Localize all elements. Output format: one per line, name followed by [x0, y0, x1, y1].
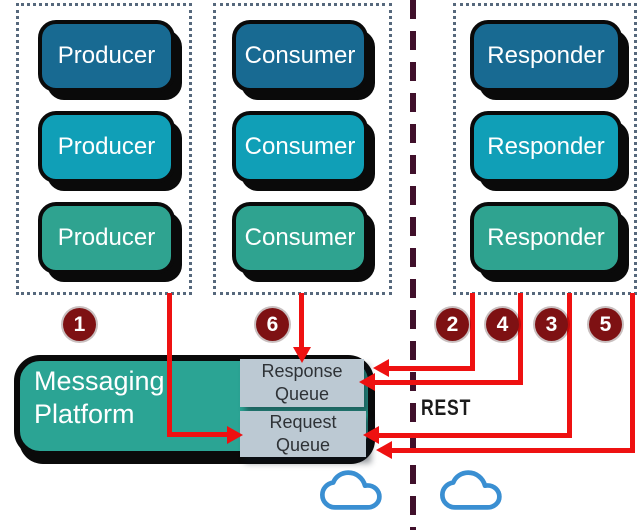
step-badge-2: 2: [436, 308, 469, 341]
step-badge-1: 1: [63, 308, 96, 341]
responder-box-2: Responder: [470, 111, 622, 183]
producer-box-2: Producer: [38, 111, 175, 183]
arrow-5-head-icon: [376, 441, 392, 459]
arrow-2-head-icon: [373, 359, 389, 377]
arrow-6-head-icon: [293, 347, 311, 363]
consumer-box-1: Consumer: [232, 20, 368, 92]
arrow-6-line-vertical: [299, 293, 304, 347]
request-queue: Request Queue: [240, 411, 366, 457]
step-badge-4: 4: [486, 308, 519, 341]
arrow-4-line-vertical: [518, 293, 523, 385]
arrow-2-line-horizontal: [389, 366, 475, 371]
responder-label: Responder: [487, 42, 605, 69]
consumer-label: Consumer: [244, 42, 356, 69]
consumer-box-2: Consumer: [232, 111, 368, 183]
producer-group: Producer Producer Producer: [16, 3, 192, 295]
rest-boundary-divider: [410, 0, 416, 530]
consumer-group: Consumer Consumer Consumer: [213, 3, 392, 295]
step-badge-3: 3: [535, 308, 568, 341]
cloud-icon: [320, 470, 382, 510]
responder-box-3: Responder: [470, 202, 622, 274]
rest-label: REST: [421, 395, 472, 420]
responder-group: Responder Responder Responder: [453, 3, 637, 295]
producer-label: Producer: [57, 42, 156, 69]
responder-label: Responder: [487, 133, 605, 160]
arrow-3-line-horizontal: [379, 433, 572, 438]
arrow-1-head-icon: [227, 426, 243, 444]
arrow-3-line-vertical: [567, 293, 572, 438]
step-badge-5: 5: [589, 308, 622, 341]
arrow-4-line-horizontal: [375, 380, 523, 385]
arrow-4-head-icon: [359, 373, 375, 391]
arrow-3-head-icon: [363, 426, 379, 444]
arrow-2-line-vertical: [470, 293, 475, 371]
arrow-1-line-vertical: [167, 293, 172, 437]
messaging-platform-label: Messaging Platform: [34, 366, 165, 429]
response-queue: Response Queue: [240, 359, 364, 407]
step-badge-6: 6: [256, 308, 289, 341]
consumer-label: Consumer: [244, 133, 356, 160]
consumer-box-3: Consumer: [232, 202, 368, 274]
cloud-icon: [440, 470, 502, 510]
producer-box-1: Producer: [38, 20, 175, 92]
arrow-5-line-vertical: [630, 293, 635, 453]
producer-label: Producer: [57, 224, 156, 251]
responder-label: Responder: [487, 224, 605, 251]
consumer-label: Consumer: [244, 224, 356, 251]
responder-box-1: Responder: [470, 20, 622, 92]
arrow-5-line-horizontal: [392, 448, 635, 453]
arrow-1-line-horizontal: [167, 432, 227, 437]
producer-box-3: Producer: [38, 202, 175, 274]
producer-label: Producer: [57, 133, 156, 160]
